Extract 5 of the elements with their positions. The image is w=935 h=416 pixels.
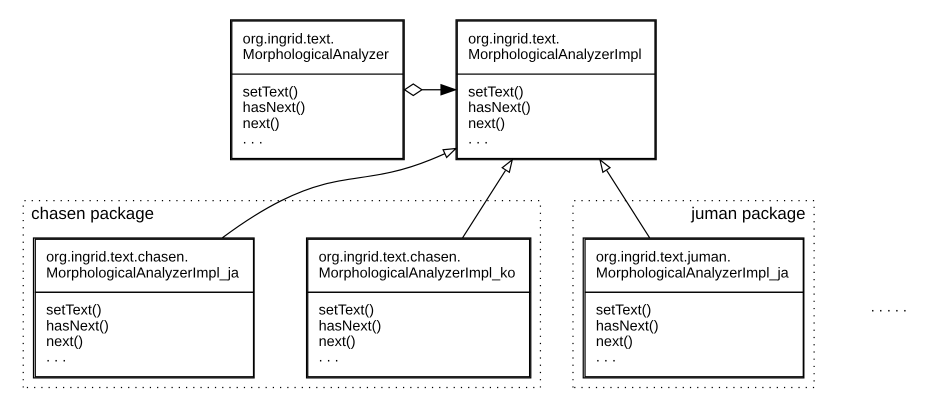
arrow (222, 147, 458, 238)
arrow (599, 158, 650, 238)
arrow (404, 82, 458, 96)
arrow (462, 158, 514, 238)
label: . . . . . (870, 299, 907, 316)
